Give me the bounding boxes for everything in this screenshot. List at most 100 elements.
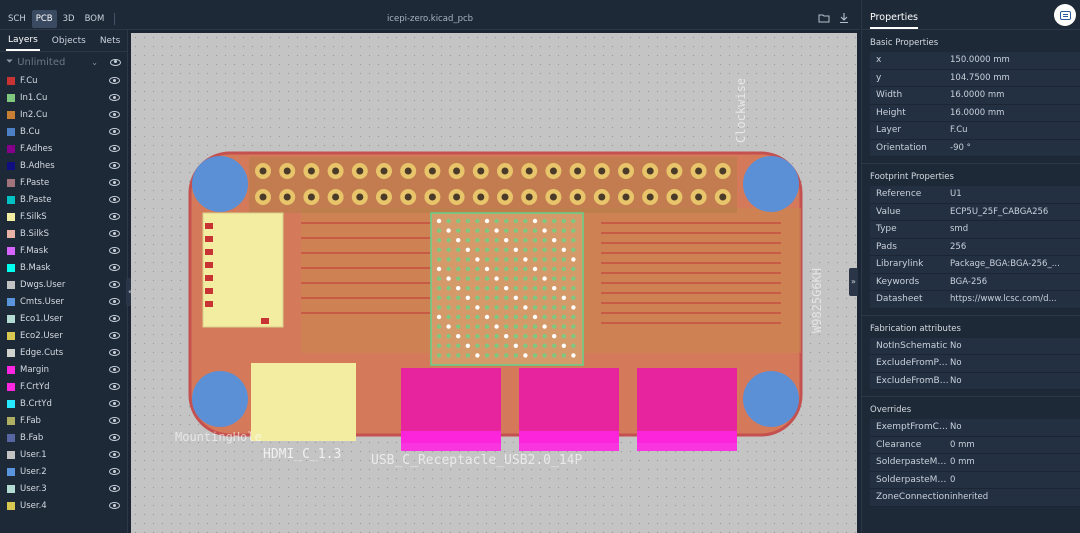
property-value[interactable]: 0 mm: [950, 457, 975, 468]
eye-icon[interactable]: [109, 196, 120, 203]
eye-icon[interactable]: [109, 332, 120, 339]
layer-row[interactable]: Dwgs.User: [0, 276, 127, 293]
bga-ball: [475, 257, 480, 262]
layer-color-swatch: [7, 280, 15, 289]
mode-3d-button[interactable]: 3D: [62, 14, 75, 24]
eye-icon[interactable]: [109, 485, 120, 492]
property-value[interactable]: 16.0000 mm: [950, 107, 1005, 118]
property-value[interactable]: 0 mm: [950, 439, 975, 450]
collapse-right-panel-button[interactable]: »: [849, 268, 858, 296]
property-value[interactable]: No: [950, 358, 962, 369]
layer-row[interactable]: In1.Cu: [0, 89, 127, 106]
layer-row[interactable]: B.Adhes: [0, 157, 127, 174]
layer-row[interactable]: F.CrtYd: [0, 378, 127, 395]
eye-icon[interactable]: [109, 383, 120, 390]
eye-icon[interactable]: [109, 162, 120, 169]
layer-row[interactable]: B.Cu: [0, 123, 127, 140]
property-value[interactable]: U1: [950, 189, 962, 200]
property-value[interactable]: inherited: [950, 492, 989, 503]
eye-icon[interactable]: [109, 366, 120, 373]
header-pin-hole: [453, 167, 461, 175]
layer-row[interactable]: Cmts.User: [0, 293, 127, 310]
layer-row[interactable]: F.SilkS: [0, 208, 127, 225]
property-value[interactable]: BGA-256: [950, 276, 988, 287]
eye-icon[interactable]: [109, 230, 120, 237]
layer-filter-select[interactable]: Unlimited: [17, 56, 66, 68]
tab-layers[interactable]: Layers: [6, 31, 40, 51]
folder-icon[interactable]: [818, 12, 830, 24]
eye-icon[interactable]: [109, 94, 120, 101]
property-value[interactable]: 16.0000 mm: [950, 90, 1005, 101]
eye-icon[interactable]: [109, 502, 120, 509]
property-value[interactable]: 104.7500 mm: [950, 72, 1010, 83]
bga-ball: [532, 266, 538, 272]
layer-row[interactable]: F.Fab: [0, 412, 127, 429]
layer-row[interactable]: Edge.Cuts: [0, 344, 127, 361]
bga-ball: [532, 276, 538, 281]
property-value[interactable]: 0: [950, 474, 956, 485]
layer-row[interactable]: B.Fab: [0, 429, 127, 446]
tab-objects[interactable]: Objects: [51, 35, 86, 46]
layer-filter[interactable]: ⏷ Unlimited ⌄: [0, 52, 127, 72]
chat-icon[interactable]: [1054, 4, 1076, 26]
silk-label-usb: USB_C_Receptacle_USB2.0_14P: [371, 453, 582, 468]
bga-ball: [504, 218, 509, 224]
mode-sch-button[interactable]: SCH: [8, 14, 26, 24]
eye-icon[interactable]: [109, 451, 120, 458]
eye-icon[interactable]: [110, 58, 121, 66]
eye-icon[interactable]: [109, 400, 120, 407]
eye-icon[interactable]: [109, 213, 120, 220]
layer-row[interactable]: F.Adhes: [0, 140, 127, 157]
eye-icon[interactable]: [109, 298, 120, 305]
layer-row[interactable]: F.Paste: [0, 174, 127, 191]
tab-nets[interactable]: Nets: [99, 35, 121, 46]
property-value[interactable]: 256: [950, 241, 967, 252]
property-value[interactable]: https://www.lcsc.com/d...: [950, 294, 1057, 305]
mode-pcb-button[interactable]: PCB: [31, 10, 57, 28]
property-value[interactable]: Package_BGA:BGA-256_...: [950, 259, 1060, 270]
download-icon[interactable]: [838, 12, 850, 24]
eye-icon[interactable]: [109, 315, 120, 322]
layer-row[interactable]: F.Cu: [0, 72, 127, 89]
layer-row[interactable]: Margin: [0, 361, 127, 378]
collapse-left-panel-button[interactable]: «: [126, 278, 135, 306]
eye-icon[interactable]: [109, 247, 120, 254]
eye-icon[interactable]: [109, 145, 120, 152]
layer-row[interactable]: User.4: [0, 497, 127, 514]
property-value[interactable]: 150.0000 mm: [950, 55, 1010, 66]
property-value[interactable]: No: [950, 340, 962, 351]
pcb-canvas[interactable]: HDMI_C_1.3 USB_C_Receptacle_USB2.0_14P M…: [131, 33, 857, 533]
property-key: NotInSchematic: [876, 340, 948, 351]
property-value[interactable]: -90 °: [950, 142, 971, 153]
eye-icon[interactable]: [109, 281, 120, 288]
property-value[interactable]: ECP5U_25F_CABGA256: [950, 206, 1049, 217]
layer-row[interactable]: B.SilkS: [0, 225, 127, 242]
eye-icon[interactable]: [109, 77, 120, 84]
eye-icon[interactable]: [109, 264, 120, 271]
layer-row[interactable]: F.Mask: [0, 242, 127, 259]
eye-icon[interactable]: [109, 111, 120, 118]
eye-icon[interactable]: [109, 179, 120, 186]
mode-bom-button[interactable]: BOM: [84, 14, 105, 24]
eye-icon[interactable]: [109, 417, 120, 424]
property-value[interactable]: smd: [950, 224, 969, 235]
layer-row[interactable]: B.Paste: [0, 191, 127, 208]
property-value[interactable]: No: [950, 422, 962, 433]
layer-row[interactable]: Eco1.User: [0, 310, 127, 327]
eye-icon[interactable]: [109, 128, 120, 135]
layer-row[interactable]: Eco2.User: [0, 327, 127, 344]
eye-icon[interactable]: [109, 468, 120, 475]
eye-icon[interactable]: [109, 434, 120, 441]
layer-row[interactable]: B.Mask: [0, 259, 127, 276]
eye-icon[interactable]: [109, 349, 120, 356]
layer-row[interactable]: In2.Cu: [0, 106, 127, 123]
layer-row[interactable]: User.1: [0, 446, 127, 463]
layer-row[interactable]: User.2: [0, 463, 127, 480]
layer-row[interactable]: User.3: [0, 480, 127, 497]
property-value[interactable]: F.Cu: [950, 125, 968, 136]
chevron-down-icon[interactable]: ⌄: [91, 57, 98, 67]
property-value[interactable]: No: [950, 375, 962, 386]
layer-row[interactable]: B.CrtYd: [0, 395, 127, 412]
